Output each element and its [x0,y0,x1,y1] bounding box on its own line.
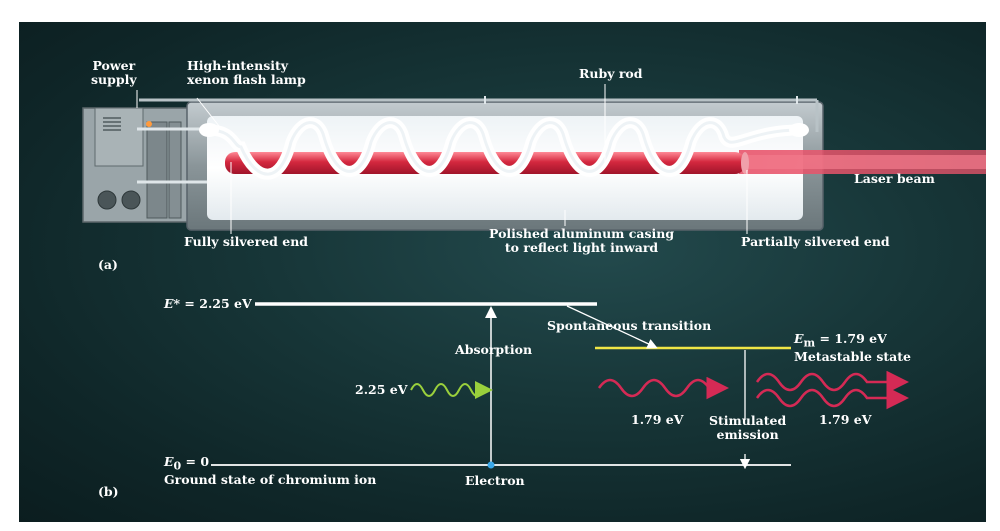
absorption-label: Absorption [455,342,533,357]
ruby-rod-label: Ruby rod [579,66,643,81]
partially-silvered-label: Partially silvered end [741,234,890,249]
connector-wires [137,127,207,184]
laser-beam-label: Laser beam [854,171,935,186]
stimulated-photon-wave-2 [755,386,909,410]
panel-a-label: (a) [98,257,118,272]
excited-state-label: E* = 2.25 eV [164,296,252,311]
electron-dot [487,461,495,469]
fully-silvered-label: Fully silvered end [184,234,309,249]
stimulated-photon-wave-1 [755,370,909,394]
diagram-canvas [82,84,986,470]
spontaneous-photon-wave [597,376,729,400]
laser-beam [739,150,986,174]
callout-lines [196,84,748,234]
absorbed-photon-energy: 2.25 eV [355,382,408,397]
spontaneous-photon-energy: 1.79 eV [631,412,684,427]
spontaneous-transition-label: Spontaneous transition [547,318,712,333]
metastable-state-label: Metastable state [794,349,912,364]
flash-lamp-coil [199,117,809,180]
panel-b-label: (b) [98,484,119,499]
electron-label: Electron [465,473,525,488]
absorbed-photon-wave [410,381,493,399]
ground-energy-label: E0 = 0 [164,454,210,473]
stimulated-photon-energy: 1.79 eV [819,412,872,427]
ground-state-label: Ground state of chromium ion [164,472,377,487]
spontaneous-arrow [566,305,658,349]
metastable-energy-label: Em = 1.79 eV [794,331,887,350]
